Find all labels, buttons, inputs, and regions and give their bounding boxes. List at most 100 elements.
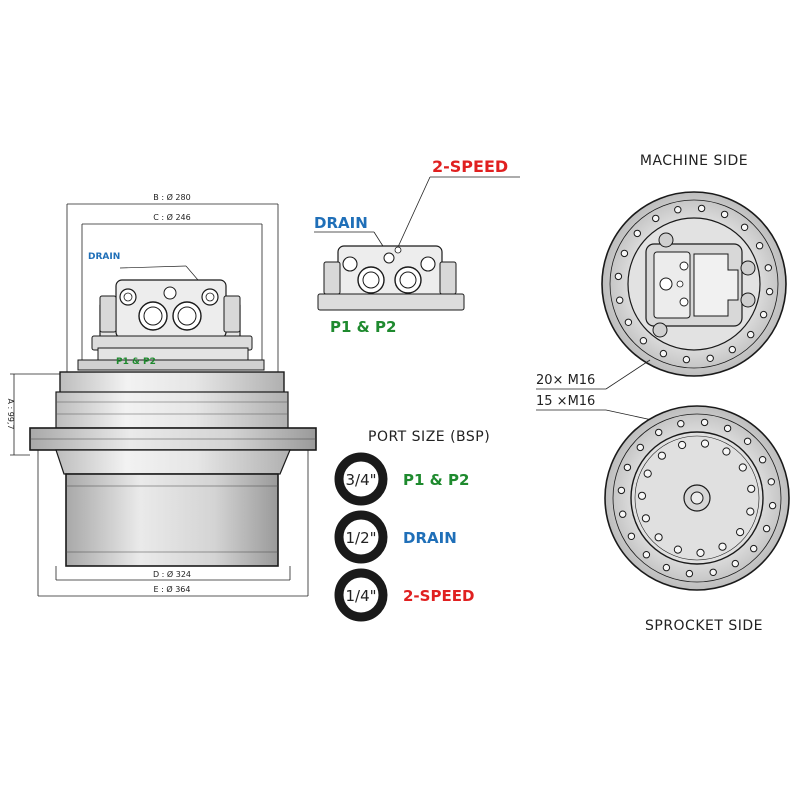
bolt-hole — [685, 569, 694, 578]
machine-side-title: MACHINE SIDE — [640, 153, 748, 169]
bolt-hole — [758, 456, 767, 464]
bolt-hole — [627, 532, 636, 540]
bolt-hole — [624, 318, 633, 326]
bolt-hole — [722, 447, 731, 456]
bolt-hole — [700, 439, 710, 448]
bolt-hole — [747, 484, 756, 493]
legend-size-two-speed: 1/4" — [345, 587, 376, 605]
bolt-hole — [767, 478, 775, 486]
bolt-hole — [718, 542, 727, 551]
bolt-hole — [706, 354, 714, 362]
bolt-hole — [731, 559, 739, 568]
bolt-hole — [642, 551, 651, 559]
motor-valve-block — [77, 265, 265, 371]
bolt-hole — [759, 310, 768, 319]
dim-d-label: D : Ø 324 — [153, 569, 191, 579]
dim-b-label: B : Ø 280 — [153, 192, 190, 202]
detail-ports-label: P1 & P2 — [330, 318, 396, 336]
legend-item-drain: 1/2" DRAIN — [334, 510, 457, 564]
bolt-hole — [755, 242, 764, 250]
side-drain-label: DRAIN — [88, 252, 120, 262]
bolt-hole — [659, 349, 668, 358]
machine-bolt-holes — [614, 204, 774, 364]
port-ring-icon — [334, 568, 388, 622]
sprocket-inner-bolt-holes — [637, 439, 756, 558]
dimension-a: A : 99,7 — [6, 373, 62, 456]
dimension-c: C : Ø 246 — [81, 212, 263, 360]
bolt-hole — [637, 491, 647, 500]
dim-a-label: A : 99,7 — [6, 398, 15, 429]
bolt-hole — [657, 451, 667, 460]
sprocket-outer-bolt-holes — [617, 418, 777, 578]
bolt-hole — [700, 418, 709, 427]
detail-two-speed-label: 2-SPEED — [432, 157, 508, 176]
port-detail-view: 2-SPEED DRAIN P1 & P2 — [314, 157, 520, 336]
legend-size-drain: 1/2" — [345, 529, 376, 547]
bolt-hole — [654, 533, 663, 542]
bolt-hole — [652, 214, 660, 223]
detail-drain-label: DRAIN — [314, 214, 368, 232]
dim-e-label: E : Ø 364 — [154, 584, 191, 594]
bolt-hole — [619, 510, 627, 518]
bolt-hole — [641, 514, 651, 523]
bolt-hole — [678, 440, 687, 450]
bolt-hole — [636, 443, 644, 452]
sprocket-bolt-label: 15 ×M16 — [536, 394, 595, 409]
bolt-hole — [768, 501, 777, 510]
bolt-hole — [673, 545, 683, 554]
bolt-hole — [743, 437, 752, 445]
side-ports-label: P1 & P2 — [116, 357, 156, 367]
bolt-hole — [736, 528, 745, 537]
legend-label-drain: DRAIN — [403, 529, 457, 547]
bolt-hole — [677, 420, 685, 428]
side-view: B : Ø 280 C : Ø 246 A : 99,7 — [6, 192, 317, 597]
dim-c-label: C : Ø 246 — [153, 212, 190, 222]
port-size-legend: PORT SIZE (BSP) 3/4" P1 & P2 1/2" DRAIN … — [334, 429, 490, 622]
bolt-hole — [620, 249, 629, 258]
legend-size-p1-p2: 3/4" — [345, 471, 376, 489]
port-legend-title: PORT SIZE (BSP) — [368, 429, 490, 445]
bolt-hole — [696, 548, 705, 558]
port-ring-icon — [334, 510, 388, 564]
sprocket-drum — [55, 449, 291, 567]
machine-bolt-label: 20× M16 — [536, 373, 595, 388]
bolt-hole — [662, 563, 671, 572]
bolt-hole — [639, 337, 648, 345]
legend-item-two-speed: 1/4" 2-SPEED — [334, 568, 474, 622]
bolt-hole — [765, 287, 774, 296]
bolt-hole — [740, 223, 749, 232]
bolt-hole — [623, 463, 632, 472]
bolt-hole — [674, 206, 682, 214]
bolt-hole — [709, 568, 717, 576]
bolt-hole — [682, 355, 691, 364]
bolt-hole — [738, 463, 747, 472]
bolt-hole — [720, 210, 729, 219]
legend-item-p1-p2: 3/4" P1 & P2 — [334, 452, 469, 506]
dimension-d: D : Ø 324 — [55, 566, 291, 581]
bolt-hole — [723, 424, 732, 433]
bolt-hole — [762, 524, 771, 533]
upper-housing — [55, 371, 289, 429]
sprocket-side-view: 15 ×M16 SPROCKET SIDE — [536, 394, 790, 634]
port-ring-icon — [334, 452, 388, 506]
bolt-hole — [655, 428, 663, 437]
bolt-hole — [614, 272, 623, 281]
mounting-flange — [29, 427, 317, 451]
bolt-hole — [617, 486, 626, 495]
bolt-hole — [728, 345, 736, 354]
bolt-hole — [633, 229, 641, 238]
bolt-hole — [643, 469, 652, 478]
dimension-e: E : Ø 364 — [37, 450, 309, 597]
sprocket-side-title: SPROCKET SIDE — [645, 618, 763, 634]
bolt-hole — [750, 544, 758, 553]
dimension-b: B : Ø 280 — [66, 192, 279, 372]
bolt-hole — [764, 264, 772, 272]
machine-side-view: MACHINE SIDE 20× M16 — [536, 153, 787, 390]
bolt-hole — [616, 296, 624, 304]
legend-label-two-speed: 2-SPEED — [403, 587, 474, 605]
bolt-hole — [697, 204, 706, 213]
legend-label-p1-p2: P1 & P2 — [403, 471, 469, 489]
bolt-hole — [746, 507, 755, 516]
bolt-hole — [747, 330, 755, 339]
